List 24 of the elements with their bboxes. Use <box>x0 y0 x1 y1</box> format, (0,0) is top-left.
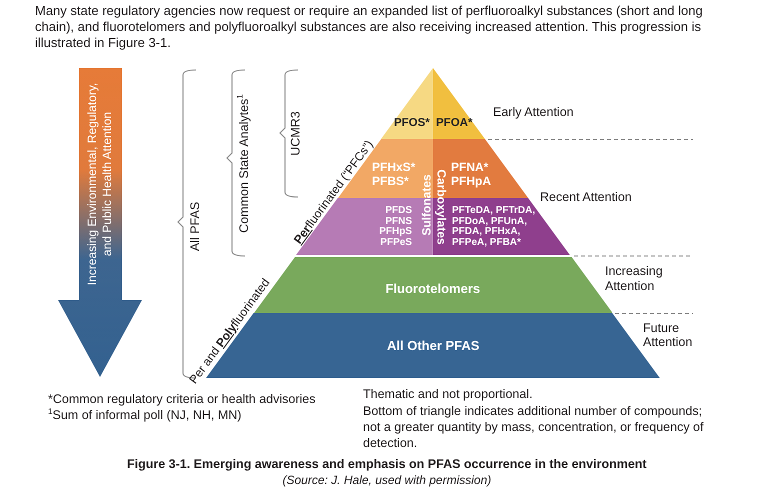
column-label: Sulfonates <box>419 174 434 236</box>
compound-label: PFHxS* PFBS* <box>372 160 416 188</box>
source-credit: (Source: J. Hale, used with permission) <box>282 473 492 487</box>
compound-label: PFNA* PFHpA <box>451 160 492 188</box>
column-label: Carboxylates <box>434 169 448 245</box>
bracket-label: All PFAS <box>188 201 203 251</box>
bracket-label: UCMR3 <box>288 110 304 156</box>
attention-label: Recent Attention <box>540 190 632 205</box>
attention-label: Increasing Attention <box>605 264 664 294</box>
body-paragraph: Many state regulatory agencies now request or require an expanded list of perfluoroalkyl substances (short and long chain), and fluorotelomers and polyfluoroalkyl substances are also receiving increased attention. This progression is illustrated in Figure 3-1. <box>35 3 704 51</box>
note: Bottom of triangle indicates additional number of compounds; not a greater quantity by mass, concentration, or frequency of detection. <box>363 403 704 451</box>
compound-label: PFOA* <box>436 116 472 130</box>
tier-label: All Other PFAS <box>386 338 480 354</box>
arrow-label: Increasing Environmental, Regulatory, and Public Health Attention <box>85 82 115 288</box>
footnote: $^{1}$Sum of informal poll (NJ, NH, MN) <box>48 408 242 423</box>
footnote: *Common regulatory criteria or health advisories <box>48 392 316 407</box>
figure-caption: Figure 3-1. Emerging awareness and emphasis on PFAS occurrence in the environment <box>127 456 647 472</box>
attention-label: Future Attention <box>643 321 694 349</box>
tier-label: Fluorotelomers <box>385 281 480 297</box>
compound-label: PFDS PFNS PFHpS PFPeS <box>378 206 412 248</box>
attention-label: Early Attention <box>493 105 574 120</box>
compound-label: PFOS* <box>394 116 430 130</box>
compound-label: PFTeDA, PFTrDA, PFDoA, PFUnA, PFDA, PFHxA, PFPeA, PFBA* <box>452 206 536 248</box>
note: Thematic and not proportional. <box>363 387 533 402</box>
